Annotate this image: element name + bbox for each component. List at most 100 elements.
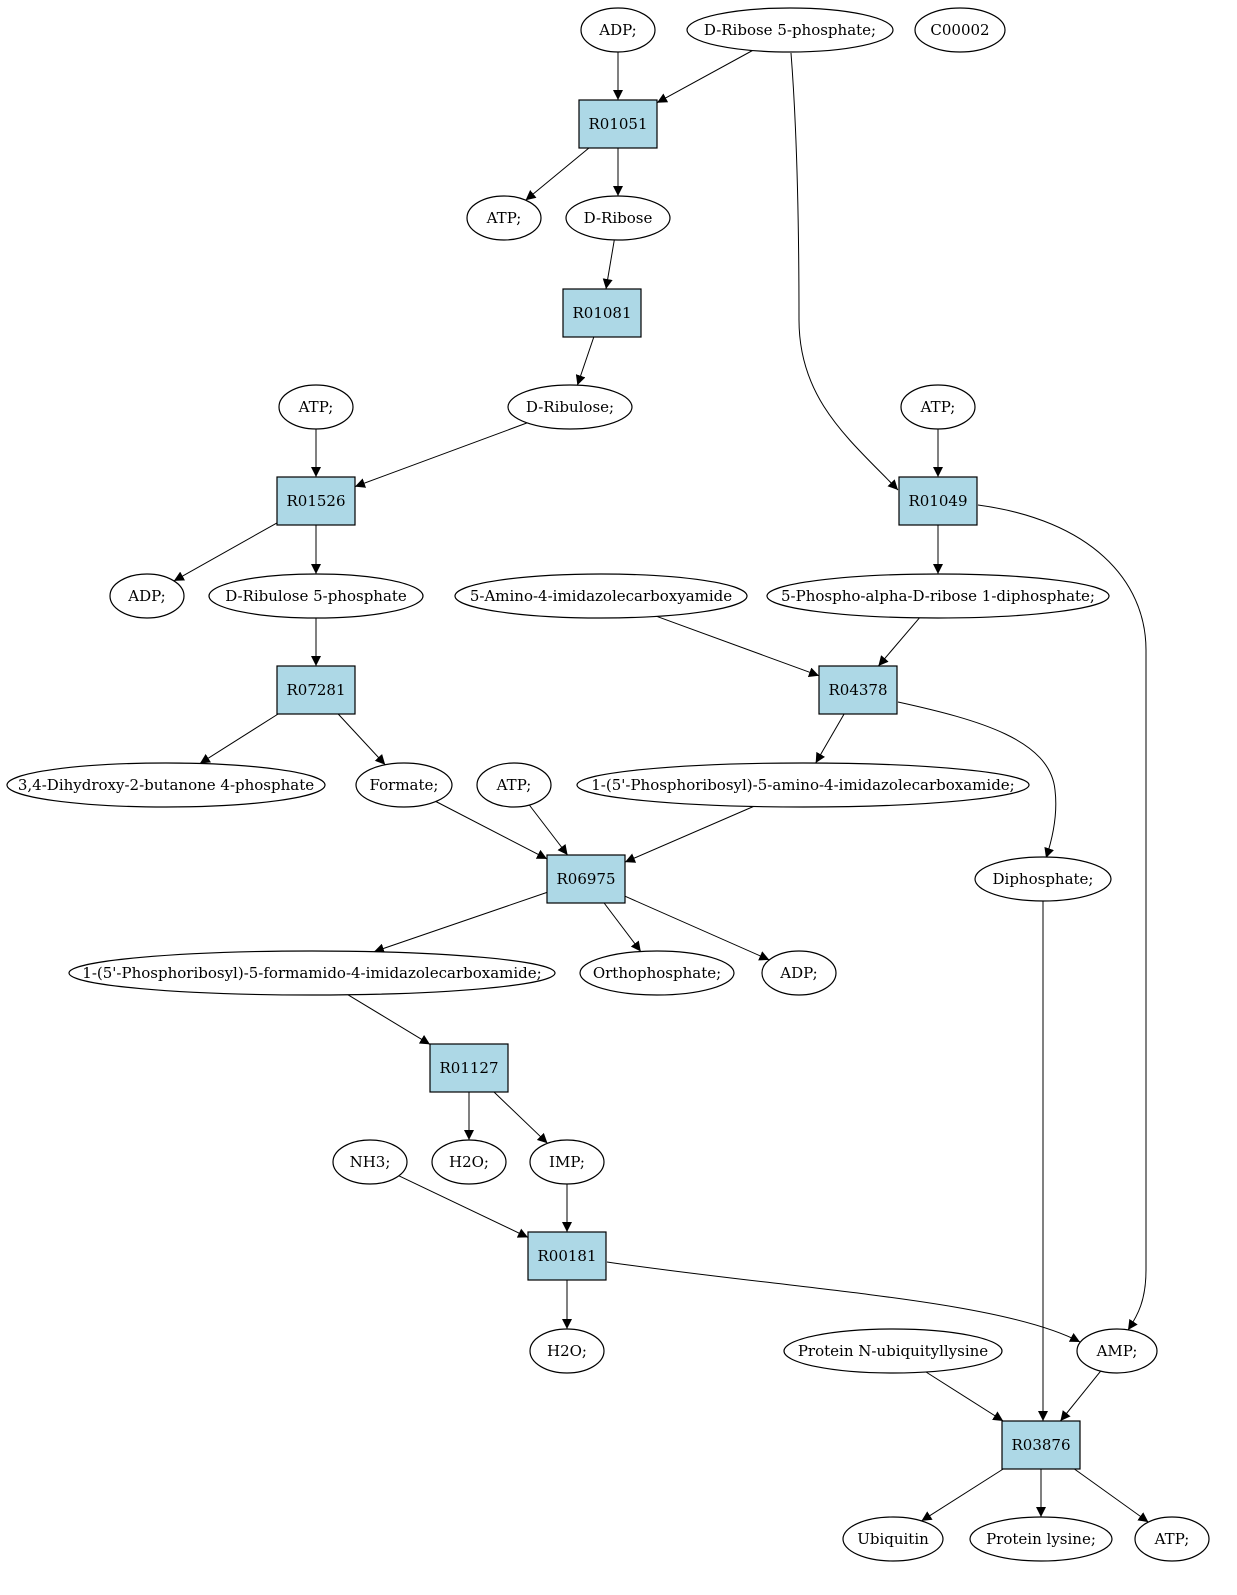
compound-node-adp3[interactable]: ADP;: [761, 950, 837, 996]
compound-node-aicar[interactable]: 1-(5'-Phosphoribosyl)-5-amino-4-imidazol…: [576, 762, 1030, 808]
compound-ellipse: [1076, 1328, 1158, 1374]
reaction-node-R00181[interactable]: R00181: [527, 1231, 607, 1281]
compound-ellipse: [580, 7, 656, 53]
node-label: R04378: [828, 681, 887, 699]
compound-node-dribose[interactable]: D-Ribose: [565, 195, 671, 241]
compound-node-amp[interactable]: AMP;: [1076, 1328, 1158, 1374]
node-label: Ubiquitin: [857, 1530, 929, 1548]
reaction-node-R06975[interactable]: R06975: [546, 854, 626, 904]
reaction-box: [818, 665, 898, 715]
edge-dribose-to-R01081: [602, 239, 615, 290]
compound-node-pnul[interactable]: Protein N-ubiquityllysine: [783, 1328, 1003, 1374]
edge-R00181-to-amp: [606, 1261, 1081, 1343]
compound-node-c00002[interactable]: C00002: [914, 7, 1006, 53]
compound-node-imp[interactable]: IMP;: [529, 1139, 605, 1185]
node-label: R07281: [286, 681, 345, 699]
edge-R07281-to-dhbp: [199, 713, 279, 764]
compound-node-dr5p[interactable]: D-Ribose 5-phosphate;: [686, 7, 894, 53]
edges-layer: [173, 50, 1149, 1523]
compound-node-h2o1[interactable]: H2O;: [431, 1139, 507, 1185]
compound-node-prpp[interactable]: 5-Phospho-alpha-D-ribose 1-diphosphate;: [766, 573, 1110, 619]
compound-ellipse: [766, 573, 1110, 619]
node-label: D-Ribose: [584, 209, 653, 227]
reaction-node-R07281[interactable]: R07281: [276, 665, 356, 715]
compound-ellipse: [1134, 1516, 1210, 1562]
node-label: ATP;: [1154, 1530, 1190, 1548]
reaction-box: [429, 1043, 509, 1093]
reaction-box: [578, 99, 658, 149]
edge-faicar-to-R01127: [347, 994, 431, 1045]
edge-amp-to-R03876: [1060, 1370, 1102, 1422]
compound-ellipse: [278, 384, 354, 430]
compound-node-plysine[interactable]: Protein lysine;: [969, 1516, 1113, 1562]
compound-node-faicar[interactable]: 1-(5'-Phosphoribosyl)-5-formamido-4-imid…: [68, 950, 556, 996]
compound-node-dru5p[interactable]: D-Ribulose 5-phosphate: [208, 573, 424, 619]
compound-node-aica[interactable]: 5-Amino-4-imidazolecarboxyamide: [454, 573, 748, 619]
compound-ellipse: [686, 7, 894, 53]
compound-node-orthophosphate[interactable]: Orthophosphate;: [579, 950, 735, 996]
compound-ellipse: [208, 573, 424, 619]
compound-node-atp3[interactable]: ATP;: [900, 384, 976, 430]
edge-formate-to-R06975: [435, 801, 548, 860]
reaction-node-R01081[interactable]: R01081: [562, 288, 642, 338]
reaction-box: [1001, 1420, 1081, 1470]
compound-ellipse: [466, 195, 542, 241]
node-label: D-Ribulose;: [526, 398, 614, 416]
node-label: D-Ribulose 5-phosphate: [225, 587, 407, 605]
edge-R06975-to-orthophosphate: [603, 902, 642, 952]
reaction-node-R04378[interactable]: R04378: [818, 665, 898, 715]
node-label: 5-Phospho-alpha-D-ribose 1-diphosphate;: [781, 587, 1095, 605]
compound-node-adp2[interactable]: ADP;: [109, 573, 185, 619]
edge-R01081-to-dribulose: [575, 336, 595, 386]
edge-prpp-to-R04378: [878, 617, 920, 667]
node-label: D-Ribose 5-phosphate;: [704, 21, 876, 39]
reaction-node-R01526[interactable]: R01526: [276, 476, 356, 526]
node-label: R00181: [537, 1247, 596, 1265]
reaction-node-R01049[interactable]: R01049: [898, 476, 978, 526]
compound-node-atp2[interactable]: ATP;: [278, 384, 354, 430]
compound-node-diphosphate[interactable]: Diphosphate;: [974, 856, 1112, 902]
edge-R06975-to-adp3: [624, 895, 770, 961]
node-label: ADP;: [779, 964, 817, 982]
node-label: Protein N-ubiquityllysine: [798, 1342, 988, 1360]
compound-node-atp1[interactable]: ATP;: [466, 195, 542, 241]
compound-node-ubiquitin[interactable]: Ubiquitin: [842, 1516, 944, 1562]
compound-node-dribulose[interactable]: D-Ribulose;: [507, 384, 633, 430]
reaction-box: [527, 1231, 607, 1281]
compound-ellipse: [68, 950, 556, 996]
compound-node-atp5[interactable]: ATP;: [1134, 1516, 1210, 1562]
reaction-node-R01127[interactable]: R01127: [429, 1043, 509, 1093]
edge-R03876-to-ubiquitin: [921, 1468, 1004, 1522]
node-label: Formate;: [370, 776, 439, 794]
edge-aica-to-R04378: [656, 615, 820, 677]
node-label: IMP;: [549, 1153, 585, 1171]
compound-ellipse: [332, 1139, 408, 1185]
edge-nh3-to-R00181: [398, 1175, 529, 1238]
edge-dribulose-to-R01526: [354, 422, 528, 488]
compound-ellipse: [579, 950, 735, 996]
compound-ellipse: [109, 573, 185, 619]
reaction-node-R01051[interactable]: R01051: [578, 99, 658, 149]
edge-R04378-to-aicar: [815, 713, 845, 764]
compound-ellipse: [842, 1516, 944, 1562]
compound-node-h2o2[interactable]: H2O;: [529, 1328, 605, 1374]
reaction-node-R03876[interactable]: R03876: [1001, 1420, 1081, 1470]
node-label: ADP;: [598, 21, 636, 39]
edge-R07281-to-formate: [337, 713, 386, 766]
compound-node-adp_top[interactable]: ADP;: [580, 7, 656, 53]
compound-node-dhbp[interactable]: 3,4-Dihydroxy-2-butanone 4-phosphate: [6, 762, 326, 808]
compound-node-atp4[interactable]: ATP;: [476, 762, 552, 808]
edge-R01127-to-imp: [493, 1091, 548, 1144]
edge-dr5p-to-R01051: [656, 50, 753, 104]
node-label: ATP;: [486, 209, 522, 227]
compound-ellipse: [355, 762, 453, 808]
compound-ellipse: [783, 1328, 1003, 1374]
node-label: ADP;: [127, 587, 165, 605]
node-label: R01049: [908, 492, 967, 510]
node-label: R01127: [439, 1059, 498, 1077]
compound-node-nh3[interactable]: NH3;: [332, 1139, 408, 1185]
edge-R03876-to-atp5: [1074, 1468, 1149, 1523]
node-label: ATP;: [920, 398, 956, 416]
compound-ellipse: [6, 762, 326, 808]
compound-node-formate[interactable]: Formate;: [355, 762, 453, 808]
